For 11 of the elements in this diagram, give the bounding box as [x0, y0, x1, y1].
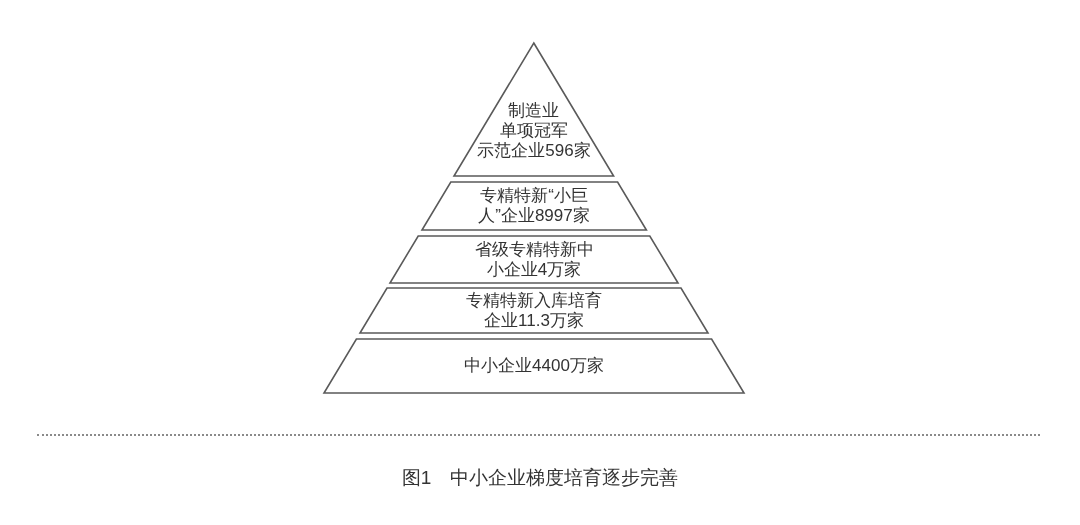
tier-label: 制造业单项冠军示范企业596家 [477, 101, 591, 161]
pyramid-tier [421, 182, 647, 230]
tier-label: 专精特新“小巨人”企业8997家 [478, 186, 590, 226]
pyramid-tier [360, 288, 708, 333]
pyramid-tier [324, 339, 744, 393]
pyramid-tier [390, 236, 678, 283]
figure-caption: 图1 中小企业梯度培育逐步完善 [401, 466, 679, 490]
tier-label: 中小企业4400万家 [464, 356, 604, 376]
tier-label: 专精特新入库培育企业11.3万家 [466, 290, 602, 331]
tier-label: 省级专精特新中小企业4万家 [474, 239, 594, 280]
pyramid-tier [454, 43, 614, 176]
